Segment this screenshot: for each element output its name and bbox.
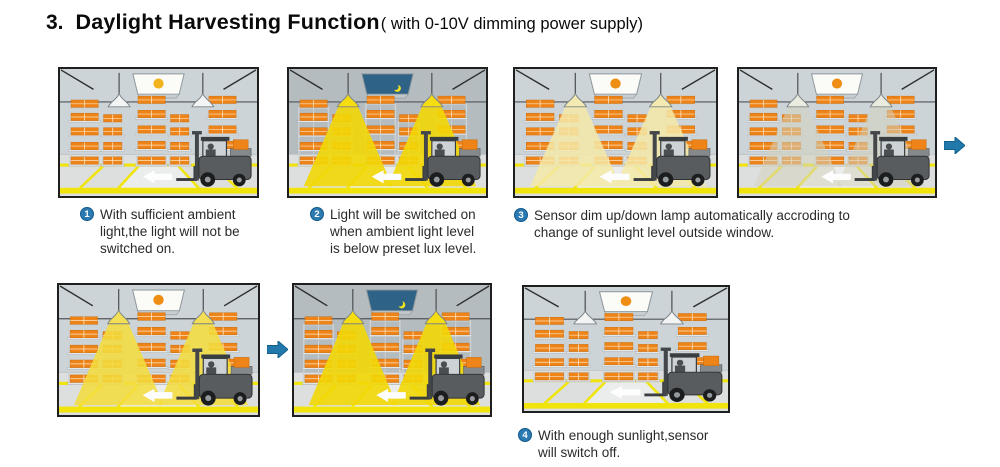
step-caption-1: 1 With sufficient ambient light,the ligh…	[80, 206, 270, 257]
section-title: 3. Daylight Harvesting Function ( with 0…	[46, 10, 643, 35]
step-caption-2: 2 Light will be switched on when ambient…	[310, 206, 505, 257]
step-badge-4: 4	[518, 428, 532, 442]
section-number: 3.	[46, 11, 64, 34]
step-badge-1: 1	[80, 207, 94, 221]
step-text-3: Sensor dim up/down lamp automatically ac…	[534, 208, 850, 240]
warehouse-panel-5	[57, 283, 260, 417]
warehouse-panel-7	[522, 285, 730, 413]
warehouse-panel-6	[292, 283, 492, 417]
warehouse-panel-1	[58, 67, 259, 198]
warehouse-panel-2	[287, 67, 488, 198]
flow-arrow-icon	[266, 339, 289, 363]
step-caption-4: 4 With enough sunlight,sensor will switc…	[518, 427, 738, 461]
warehouse-panel-4	[737, 67, 937, 198]
step-text-2: Light will be switched on when ambient l…	[330, 207, 477, 256]
step-badge-2: 2	[310, 207, 324, 221]
warehouse-panel-3	[513, 67, 718, 198]
section-title-suffix: ( with 0-10V dimming power supply)	[380, 15, 644, 33]
step-text-4: With enough sunlight,sensor will switch …	[538, 428, 709, 460]
step-text-1: With sufficient ambient light,the light …	[100, 207, 240, 256]
step-badge-3: 3	[514, 208, 528, 222]
section-title-text: Daylight Harvesting Function	[75, 10, 380, 34]
step-caption-3: 3 Sensor dim up/down lamp automatically …	[514, 207, 884, 241]
flow-arrow-icon	[943, 135, 966, 159]
